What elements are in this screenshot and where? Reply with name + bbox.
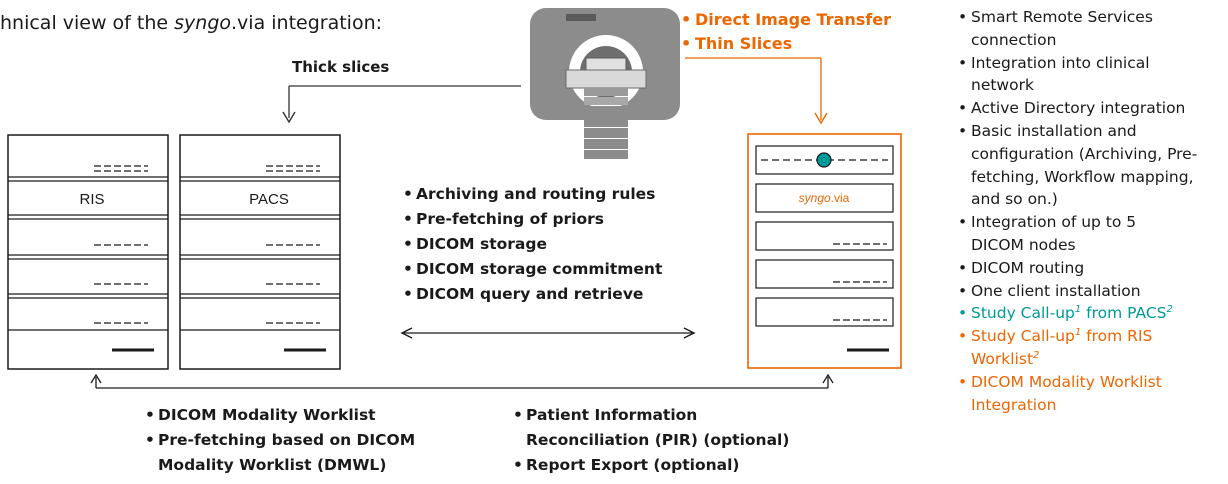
ris-label: RIS xyxy=(79,191,104,208)
list-item: Smart Remote Services connection xyxy=(958,6,1181,52)
syngo-via-label: syngo.via xyxy=(799,191,850,205)
bullet-direct-transfer: Direct Image Transfer xyxy=(681,8,891,32)
list-item: Archiving and routing rules xyxy=(403,182,662,207)
list-item: DICOM storage commitment xyxy=(403,257,662,282)
pacs-server xyxy=(179,134,341,370)
list-item-dmwl: DICOM Modality Worklist Integration xyxy=(958,371,1191,417)
ris-server xyxy=(7,134,169,370)
list-item: Pre-fetching based on DICOM xyxy=(158,431,416,449)
list-item: Integration into clinical network xyxy=(958,52,1201,98)
list-item: Basic installation and configuration (Ar… xyxy=(958,120,1211,211)
list-item: One client installation xyxy=(958,280,1226,303)
thick-slices-arrow xyxy=(282,85,521,124)
status-indicator-icon xyxy=(816,152,832,168)
list-item: Report Export (optional) xyxy=(526,456,740,474)
list-item: DICOM query and retrieve xyxy=(403,282,662,307)
list-item-continuation: Modality Worklist (DMWL) xyxy=(158,456,387,474)
thick-slices-label: Thick slices xyxy=(292,58,390,76)
list-item-continuation: Reconciliation (PIR) (optional) xyxy=(526,431,790,449)
list-item: Integration of up to 5 DICOM nodes xyxy=(958,211,1191,257)
bottom-right-bullets: •Patient Information Reconciliation (PIR… xyxy=(513,406,790,474)
list-item: DICOM storage xyxy=(403,232,662,257)
double-arrow xyxy=(400,327,696,339)
list-item: DICOM routing xyxy=(958,257,1226,280)
syngo-via-server xyxy=(747,133,902,369)
pacs-label: PACS xyxy=(249,191,289,208)
center-bullets: Archiving and routing rules Pre-fetching… xyxy=(403,182,662,307)
bottom-left-bullets: •DICOM Modality Worklist •Pre-fetching b… xyxy=(145,403,415,478)
list-item: Active Directory integration xyxy=(958,97,1226,120)
page-title: hnical view of the syngo.via integration… xyxy=(0,12,383,34)
ct-scanner-icon xyxy=(530,8,680,159)
list-item-study-ris: Study Call-up1 from RIS Worklist2 xyxy=(958,325,1191,371)
bullet-thin-slices: Thin Slices xyxy=(681,32,891,56)
feature-list: Smart Remote Services connection Integra… xyxy=(958,6,1226,416)
scanner-bullets: Direct Image Transfer Thin Slices xyxy=(681,8,891,56)
thin-slices-arrow xyxy=(685,57,828,125)
list-item: Pre-fetching of priors xyxy=(403,207,662,232)
list-item: Patient Information xyxy=(526,406,698,424)
list-item: DICOM Modality Worklist xyxy=(158,406,376,424)
list-item-study-pacs: Study Call-up1 from PACS2 xyxy=(958,302,1226,325)
bottom-connector xyxy=(90,373,834,389)
